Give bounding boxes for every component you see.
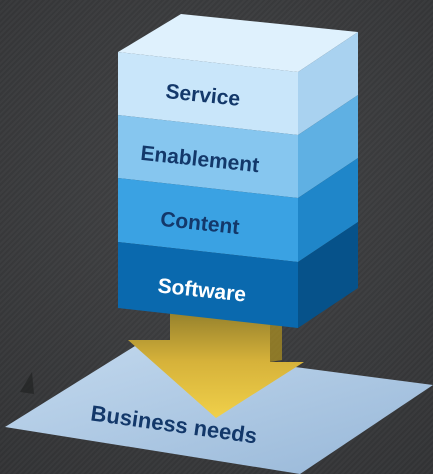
layer-software: Software (118, 222, 358, 328)
layer-stack: Service Enablement Content Software (118, 14, 358, 328)
stack-top-face (118, 14, 358, 72)
shadow-wedge (20, 372, 34, 394)
layer-enablement: Enablement (118, 95, 358, 198)
layer-service: Service (118, 32, 358, 135)
layer-content: Content (118, 158, 358, 262)
